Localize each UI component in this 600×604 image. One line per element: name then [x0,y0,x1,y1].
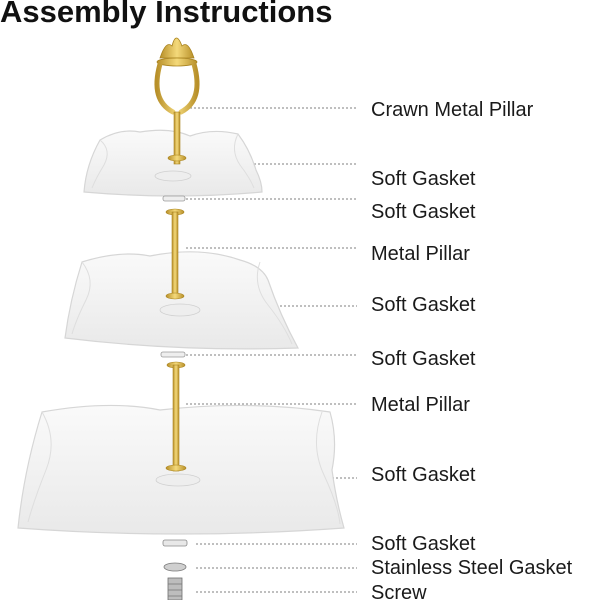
label-stainless-steel-gasket: Stainless Steel Gasket [371,557,573,579]
gasket-2 [160,351,186,358]
middle-plate [64,251,299,350]
metal-pillar-2 [165,361,187,472]
label-screw: Screw [371,582,427,604]
screw [167,577,183,600]
diagram-title: Assembly Instructions [0,0,333,29]
label-metal-pillar-2: Metal Pillar [371,394,470,416]
label-soft-gasket-5: Soft Gasket [371,464,476,486]
label-soft-gasket-1: Soft Gasket [371,168,476,190]
bottom-soft-gasket [162,539,188,547]
crown-metal-pillar [154,37,200,165]
label-soft-gasket-4: Soft Gasket [371,348,476,370]
label-soft-gasket-6: Soft Gasket [371,533,476,555]
metal-pillar-1 [165,208,185,300]
gasket-1 [162,195,186,202]
stainless-steel-gasket [163,562,187,572]
label-soft-gasket-3: Soft Gasket [371,294,476,316]
label-crown-metal-pillar: Crawn Metal Pillar [371,99,534,121]
label-soft-gasket-2: Soft Gasket [371,201,476,223]
top-plate [83,129,263,197]
label-metal-pillar-1: Metal Pillar [371,243,470,265]
